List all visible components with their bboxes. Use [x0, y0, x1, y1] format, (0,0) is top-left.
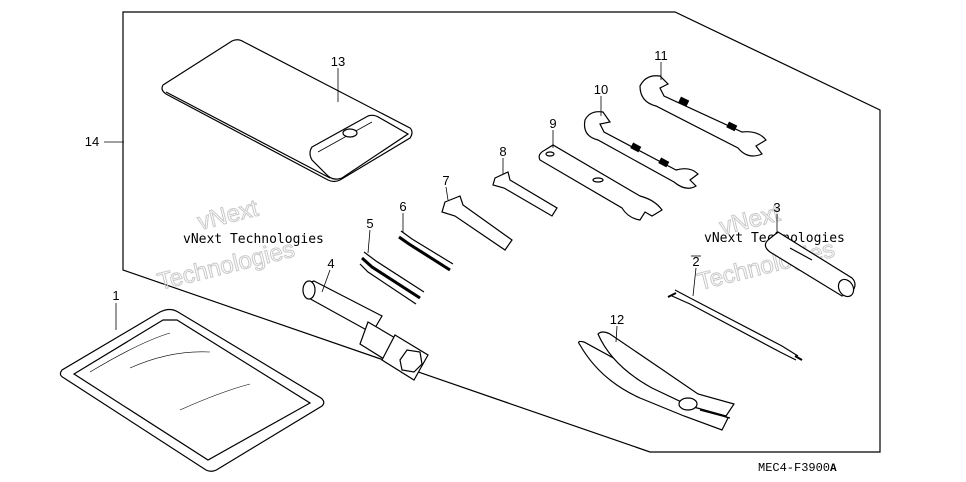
kit-boundary — [122, 11, 881, 453]
part-3-screwdriver-handle — [764, 231, 856, 298]
callout-7: 7 — [442, 173, 449, 188]
callout-14: 14 — [85, 134, 99, 149]
part-10-wrench — [583, 111, 699, 189]
part-7-hex-key — [441, 195, 513, 251]
part-code: MEC4-F3900 — [758, 461, 830, 475]
part-12-pliers — [578, 331, 735, 431]
callout-5: 5 — [366, 216, 373, 231]
part-11-wrench — [639, 75, 767, 157]
callout-11: 11 — [654, 48, 668, 63]
part-2-screwdriver-bit — [667, 289, 803, 361]
callout-9: 9 — [549, 116, 556, 131]
callout-13: 13 — [331, 54, 345, 69]
part-1-tool-bag — [59, 308, 325, 472]
callout-10: 10 — [594, 82, 608, 97]
callout-6: 6 — [399, 199, 406, 214]
leader-lines — [104, 62, 778, 343]
part-6-hex-key — [398, 230, 454, 272]
part-5-hex-key — [359, 251, 425, 305]
part-4-box-wrench — [302, 280, 429, 381]
callout-1: 1 — [112, 288, 119, 303]
callout-3: 3 — [773, 200, 780, 215]
watermark-left: vNext Technologies vNext Technologies — [154, 194, 324, 296]
part-code-label: MEC4-F3900A — [758, 461, 837, 475]
callout-2: 2 — [692, 254, 699, 269]
callout-8: 8 — [499, 144, 506, 159]
watermark-large-line1: vNext — [195, 195, 261, 236]
callout-4: 4 — [327, 256, 334, 271]
part-9-wrench — [538, 144, 663, 221]
part-code-suffix: A — [830, 463, 837, 475]
part-8-hex-key — [492, 171, 558, 217]
part-13-tool-pouch — [161, 39, 413, 183]
callout-12: 12 — [610, 312, 624, 327]
watermark-small-text: vNext Technologies — [183, 232, 324, 247]
